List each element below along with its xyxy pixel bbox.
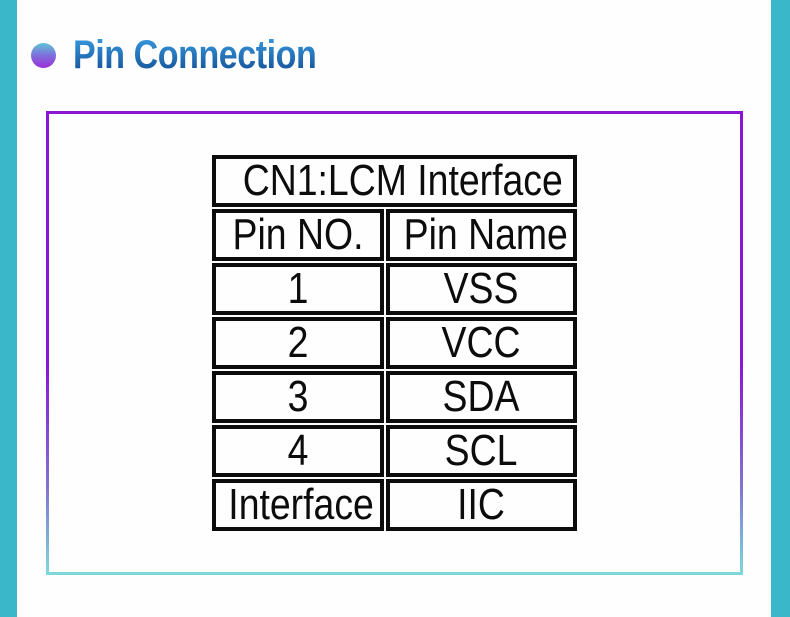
pin-name-cell: IIC <box>386 479 577 531</box>
pin-no-cell: Interface <box>212 479 385 531</box>
pin-no-cell: 4 <box>212 425 385 477</box>
pin-name-cell: VCC <box>386 317 577 369</box>
table-row: 4 SCL <box>212 425 577 477</box>
content-panel: CN1:LCM Interface Pin NO. Pin Name 1 <box>46 111 743 575</box>
gradient-bullet-icon <box>31 42 56 68</box>
pin-name-cell: SDA <box>386 371 577 423</box>
table-header-row: Pin NO. Pin Name <box>212 209 577 261</box>
pin-connection-table: CN1:LCM Interface Pin NO. Pin Name 1 <box>210 153 578 533</box>
table-row: 1 VSS <box>212 263 577 315</box>
left-accent-bar <box>0 0 17 617</box>
table-row: 3 SDA <box>212 371 577 423</box>
pin-no-cell: 1 <box>212 263 385 315</box>
col-header-pin-name: Pin Name <box>386 209 577 261</box>
table-title-cell: CN1:LCM Interface <box>212 155 577 207</box>
pin-no-cell: 2 <box>212 317 385 369</box>
right-accent-bar <box>771 0 790 617</box>
section-heading: Pin Connection <box>31 33 359 77</box>
table-row: 2 VCC <box>212 317 577 369</box>
col-header-pin-no: Pin NO. <box>212 209 385 261</box>
pin-name-cell: VSS <box>386 263 577 315</box>
table-row: Interface IIC <box>212 479 577 531</box>
pin-name-cell: SCL <box>386 425 577 477</box>
page-title: Pin Connection <box>73 33 317 77</box>
table-title-row: CN1:LCM Interface <box>212 155 577 207</box>
pin-no-cell: 3 <box>212 371 385 423</box>
